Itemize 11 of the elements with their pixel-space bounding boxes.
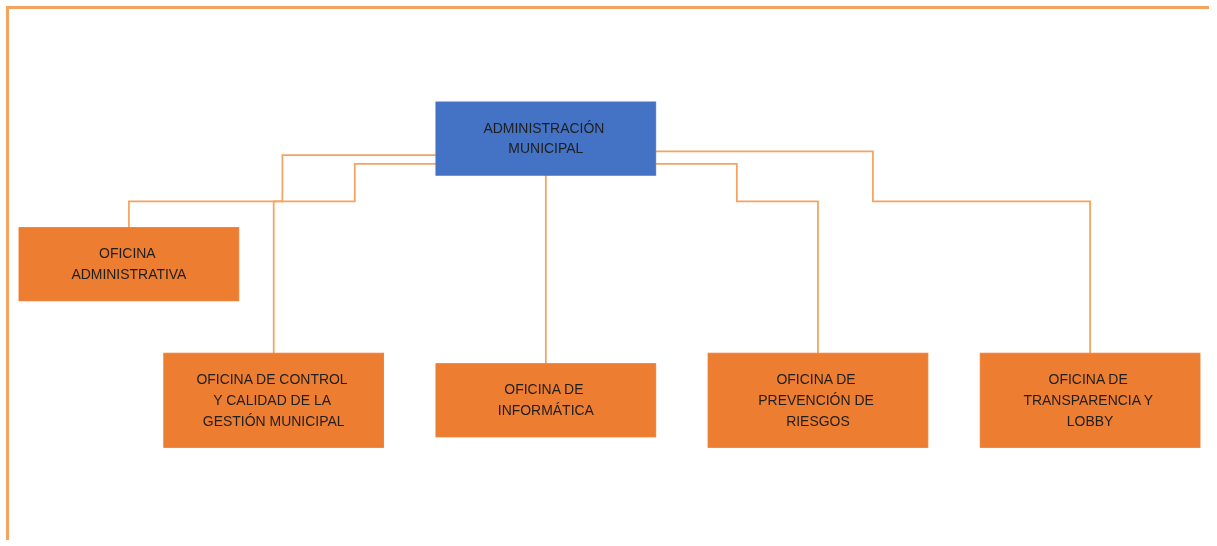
node-box: OFICINA DE INFORMÁTICA [435,363,657,438]
connector [654,163,819,355]
connector [128,154,437,229]
connector [272,163,437,355]
connector [544,174,547,365]
connector [654,150,1091,355]
node-box: OFICINA DE PREVENCIÓN DE RIESGOS [707,353,929,449]
node-box: OFICINA DE TRANSPARENCIA Y LOBBY [979,353,1201,449]
node-box: OFICINA ADMINISTRATIVA [18,227,240,302]
node-box: ADMINISTRACIÓN MUNICIPAL [435,101,657,176]
node-box: OFICINA DE CONTROL Y CALIDAD DE LA GESTIÓN MUNICIPAL [163,353,385,449]
